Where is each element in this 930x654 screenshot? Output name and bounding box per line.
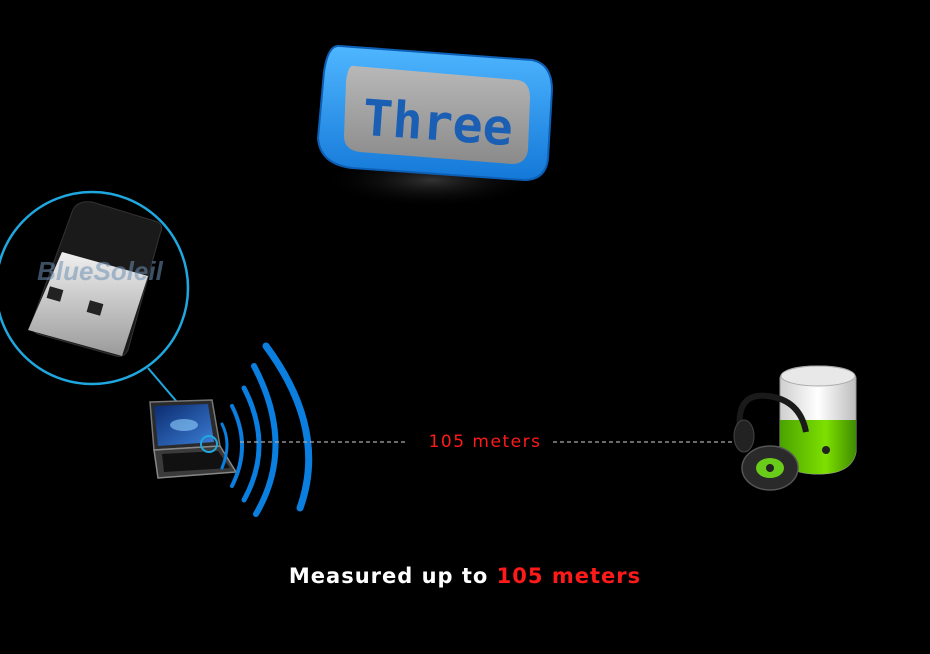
- caption-prefix: Measured up to: [288, 564, 489, 588]
- signal-waves: [220, 342, 313, 517]
- badge-text: Three: [361, 89, 515, 157]
- caption: Measured up to 105 meters: [0, 564, 930, 588]
- three-badge: Three: [316, 44, 554, 208]
- laptop-icon: [149, 399, 238, 479]
- usb-dongle-magnifier: BlueSoleil: [0, 190, 207, 437]
- usb-dongle-icon: BlueSoleil: [28, 201, 164, 357]
- dongle-logo-text: BlueSoleil: [37, 256, 163, 286]
- headphones-icon: [733, 392, 809, 491]
- distance-label: 105 meters: [428, 432, 542, 452]
- bluetooth-speaker-icon: [779, 365, 857, 475]
- caption-highlight: 105 meters: [496, 564, 642, 588]
